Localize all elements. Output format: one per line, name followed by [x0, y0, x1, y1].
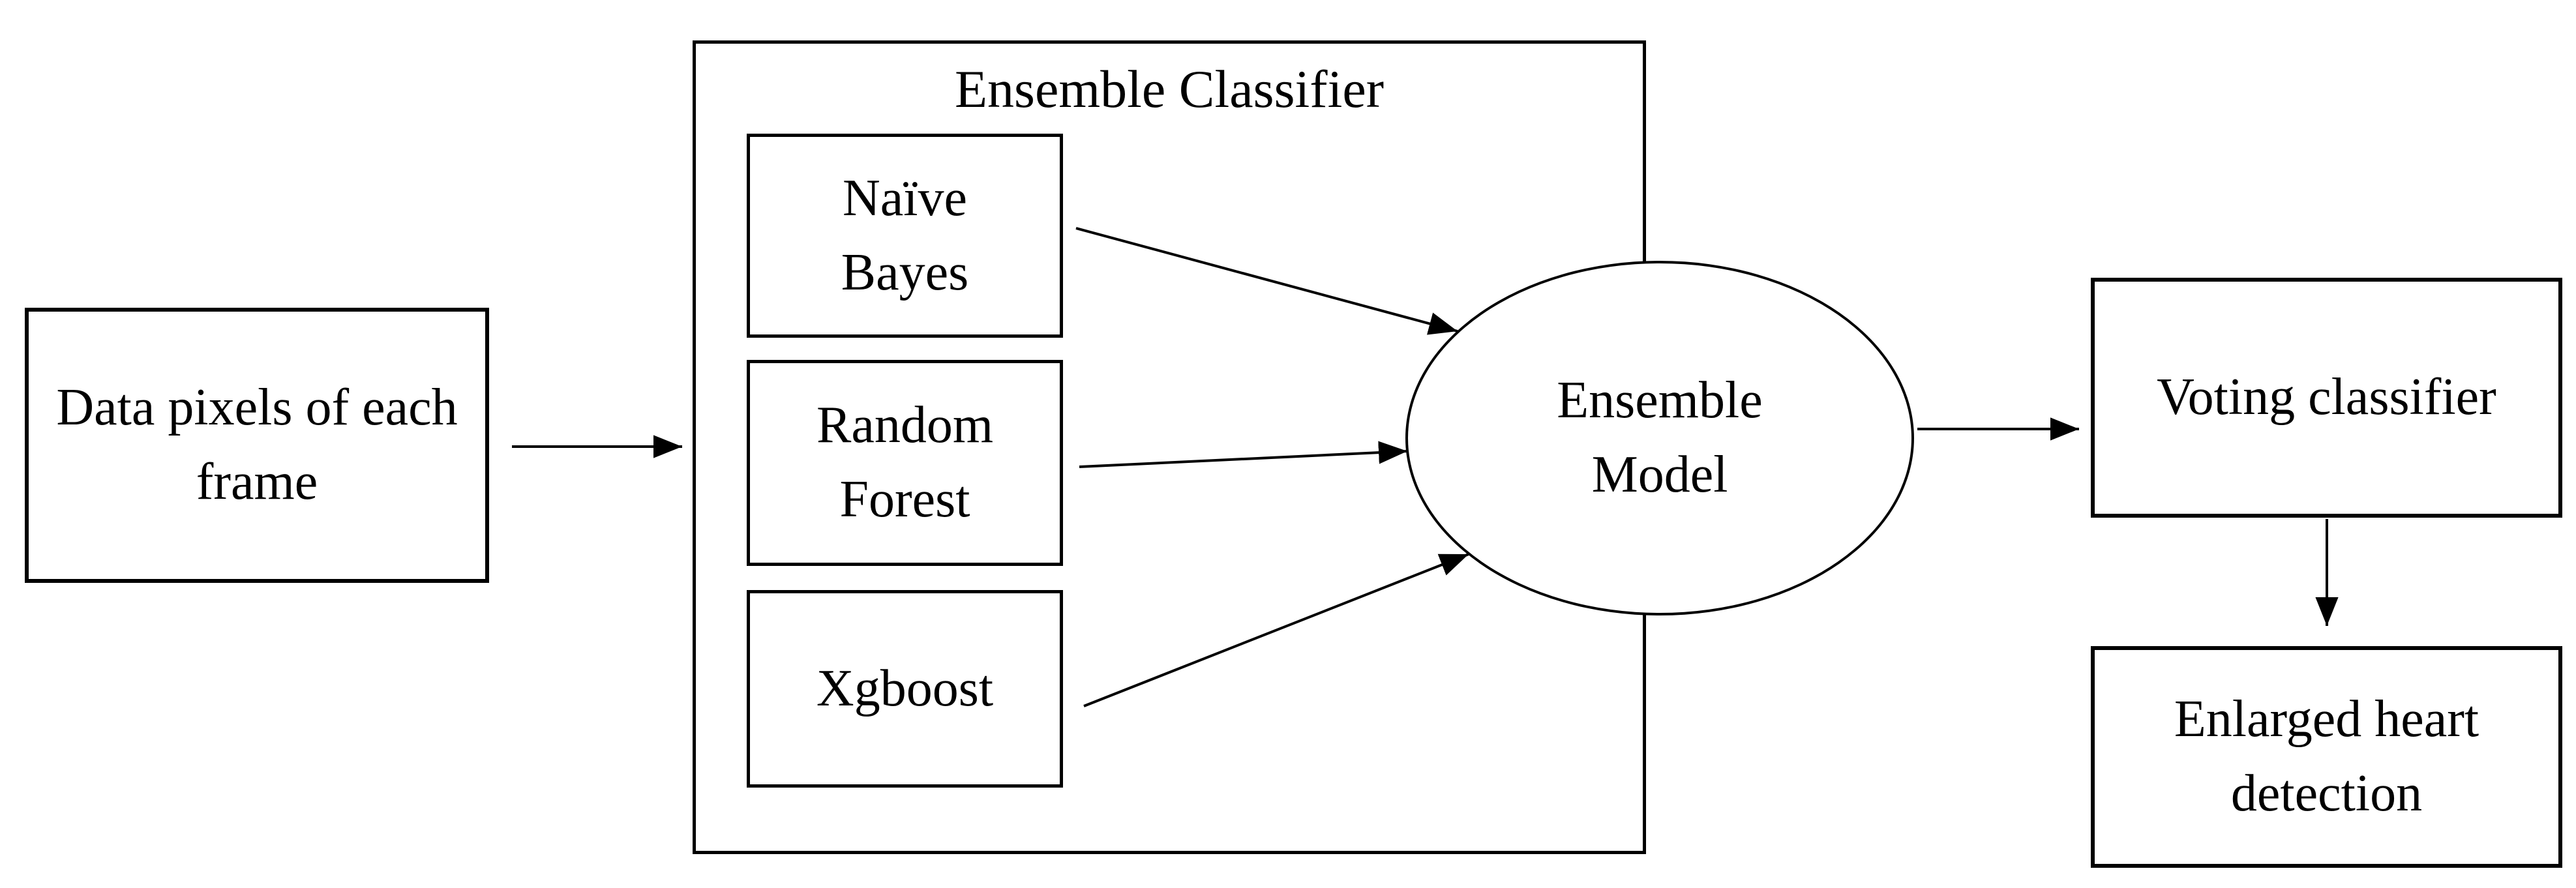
node-voting-classifier: Voting classifier [2091, 278, 2562, 518]
node-naive-bayes-label: Naïve Bayes [841, 169, 969, 301]
node-ensemble-model-label: Ensemble Model [1557, 372, 1763, 503]
node-xgboost: Xgboost [747, 590, 1063, 788]
node-random-forest-label: Random Forest [816, 396, 994, 528]
node-voting-classifier-label: Voting classifier [2157, 368, 2496, 426]
node-random-forest: Random Forest [747, 360, 1063, 566]
node-data-pixels: Data pixels of each frame [25, 308, 489, 583]
node-enlarged-heart-detection: Enlarged heart detection [2091, 646, 2562, 868]
node-data-pixels-label: Data pixels of each frame [56, 379, 458, 511]
ensemble-classifier-group-title: Ensemble Classifier [954, 59, 1385, 119]
node-naive-bayes: Naïve Bayes [747, 134, 1063, 338]
node-ensemble-model: Ensemble Model [1405, 261, 1914, 615]
node-xgboost-label: Xgboost [816, 659, 994, 717]
node-enlarged-heart-detection-label: Enlarged heart detection [2174, 690, 2479, 822]
